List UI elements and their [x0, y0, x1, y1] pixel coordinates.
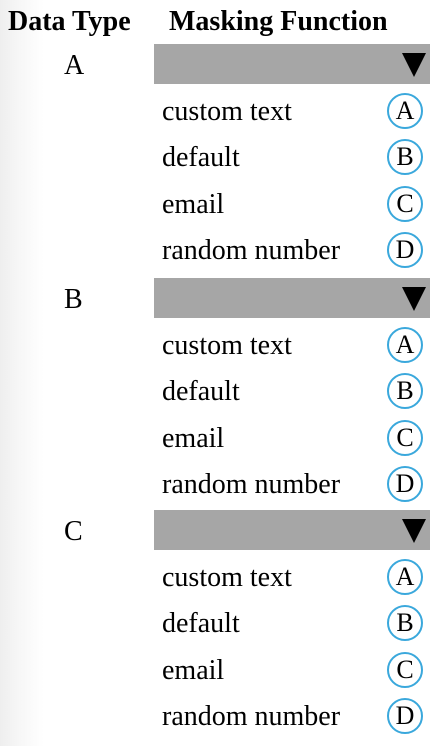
- option-badge: D: [387, 698, 423, 734]
- option-random-number[interactable]: random number D: [154, 463, 434, 507]
- option-default[interactable]: default B: [154, 370, 434, 414]
- data-type-group-c: C custom text A default B email C random…: [0, 510, 436, 742]
- masking-function-dropdown[interactable]: [154, 510, 430, 550]
- option-badge: B: [387, 139, 423, 175]
- triangle-down-icon: [402, 287, 426, 311]
- option-badge: C: [387, 652, 423, 688]
- table-header: Data Type Masking Function: [0, 4, 436, 40]
- option-email[interactable]: email C: [154, 649, 434, 693]
- option-custom-text[interactable]: custom text A: [154, 90, 434, 134]
- option-badge: C: [387, 186, 423, 222]
- data-type-label: C: [64, 516, 83, 547]
- data-type-label: A: [64, 50, 85, 81]
- option-label: random number: [162, 701, 341, 732]
- option-custom-text[interactable]: custom text A: [154, 324, 434, 368]
- option-label: email: [162, 655, 225, 686]
- data-type-label: B: [64, 284, 83, 315]
- masking-function-dropdown[interactable]: [154, 278, 430, 318]
- option-badge: A: [387, 559, 423, 595]
- option-badge: C: [387, 420, 423, 456]
- option-default[interactable]: default B: [154, 602, 434, 646]
- masking-function-dropdown[interactable]: [154, 44, 430, 84]
- option-badge: B: [387, 605, 423, 641]
- option-label: default: [162, 608, 240, 639]
- option-label: random number: [162, 469, 341, 500]
- masking-function-column-title: Masking Function: [169, 6, 388, 37]
- option-label: custom text: [162, 96, 292, 127]
- option-label: email: [162, 423, 225, 454]
- option-badge: A: [387, 93, 423, 129]
- data-type-group-a: A custom text A default B email C random…: [0, 44, 436, 276]
- option-label: custom text: [162, 562, 292, 593]
- option-custom-text[interactable]: custom text A: [154, 556, 434, 600]
- triangle-down-icon: [402, 519, 426, 543]
- triangle-down-icon: [402, 53, 426, 77]
- option-badge: B: [387, 373, 423, 409]
- data-type-group-b: B custom text A default B email C random…: [0, 278, 436, 510]
- option-email[interactable]: email C: [154, 183, 434, 227]
- data-type-column-title: Data Type: [8, 6, 131, 37]
- option-label: random number: [162, 235, 341, 266]
- option-badge: A: [387, 327, 423, 363]
- option-label: email: [162, 189, 225, 220]
- option-label: default: [162, 142, 240, 173]
- option-badge: D: [387, 466, 423, 502]
- option-label: custom text: [162, 330, 292, 361]
- option-badge: D: [387, 232, 423, 268]
- option-random-number[interactable]: random number D: [154, 695, 434, 739]
- option-default[interactable]: default B: [154, 136, 434, 180]
- option-random-number[interactable]: random number D: [154, 229, 434, 273]
- option-label: default: [162, 376, 240, 407]
- option-email[interactable]: email C: [154, 417, 434, 461]
